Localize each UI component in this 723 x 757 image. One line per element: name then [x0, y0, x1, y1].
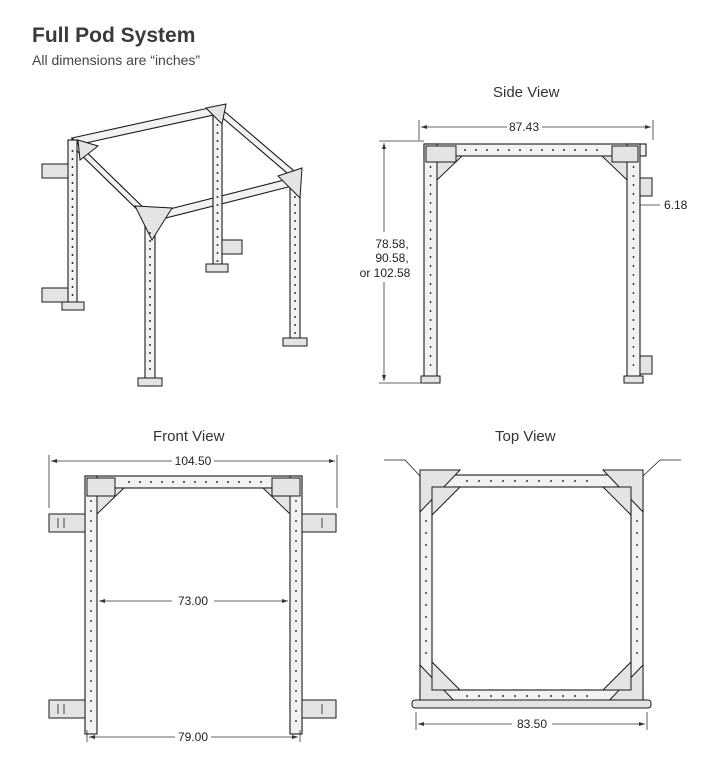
front-base-width-dim: 79.00 [178, 730, 208, 744]
top-view-label: Top View [495, 428, 556, 445]
front-inner-width-dim: 73.00 [178, 594, 208, 608]
front-view-label: Front View [153, 428, 225, 445]
page-title: Full Pod System [32, 24, 196, 47]
top-width-dim: 83.50 [517, 717, 547, 731]
side-height-dim-1: 78.58, [375, 237, 408, 251]
side-height-dim-2: 90.58, [375, 251, 408, 265]
side-depth-dim: 6.18 [664, 198, 688, 212]
side-view [379, 120, 660, 384]
front-view [48, 455, 338, 742]
side-view-label: Side View [493, 84, 560, 101]
front-overall-width-dim: 104.50 [175, 454, 212, 468]
top-view [384, 459, 681, 730]
side-width-dim: 87.43 [509, 120, 539, 134]
isometric-view [41, 103, 308, 387]
page-subtitle: All dimensions are “inches” [32, 52, 201, 68]
side-height-dim-3: or 102.58 [360, 266, 411, 280]
